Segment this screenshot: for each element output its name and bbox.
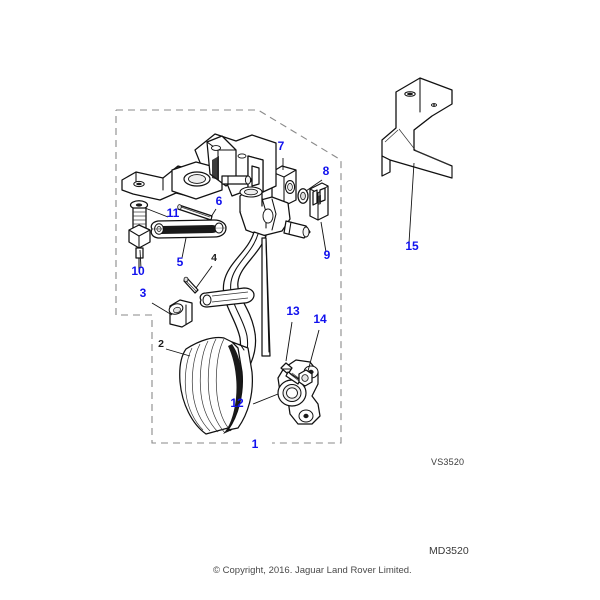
leader-9 — [320, 221, 327, 253]
part-6-clevis-pin — [177, 204, 213, 221]
lower-link-rod — [199, 287, 255, 308]
callout-13-screw: 13 — [286, 304, 300, 318]
part-9-retaining-clip — [309, 182, 329, 221]
leader-2 — [165, 348, 191, 357]
part-14-nut — [298, 369, 313, 387]
callout-9-clip: 9 — [324, 248, 331, 262]
callout-4-pin: 4 — [211, 252, 217, 264]
callout-8-washer: 8 — [323, 164, 330, 178]
drawing-code: VS3520 — [431, 457, 465, 467]
leader-3 — [151, 302, 173, 316]
callout-12-pivot-housing: 12 — [230, 396, 244, 410]
callout-7-spacer: 7 — [278, 139, 285, 153]
part-10-bolt-and-nut — [128, 207, 151, 273]
group-boundary-pedal-assembly — [115, 109, 342, 444]
part-3-bush — [168, 299, 193, 328]
callout-1-pedal-assembly: 1 — [252, 437, 259, 451]
pedal-lever-hub — [239, 186, 311, 239]
pedal-arm — [222, 231, 271, 373]
leader-13 — [285, 321, 293, 362]
callout-6-clevis-pin: 6 — [216, 194, 223, 208]
leader-11 — [144, 207, 169, 218]
part-11-washer — [129, 200, 149, 210]
leader-5 — [181, 237, 187, 259]
leader-12 — [252, 393, 279, 405]
leader-15 — [408, 162, 415, 244]
leader-10 — [139, 249, 142, 269]
main-pedal-bracket — [121, 133, 277, 201]
leader-8 — [305, 179, 323, 192]
part-8-washer — [297, 188, 309, 204]
part-2-pedal-pad — [179, 336, 254, 435]
callout-15-mounting-bracket: 15 — [405, 239, 419, 253]
leader-4 — [195, 265, 213, 289]
copyright-notice: © Copyright, 2016. Jaguar Land Rover Lim… — [213, 565, 412, 576]
callout-5-link-rod: 5 — [177, 255, 184, 269]
part-13-screw — [280, 362, 301, 385]
part-code: MD3520 — [429, 545, 469, 557]
part-15-mounting-bracket — [381, 77, 453, 179]
leader-14 — [307, 329, 320, 372]
part-4-pin — [183, 276, 199, 294]
callout-11-washer: 11 — [167, 206, 180, 220]
callout-2-pedal-pad: 2 — [158, 338, 164, 350]
callout-numbers: 1 2 3 4 5 6 7 8 9 10 11 12 13 14 15 — [131, 139, 419, 451]
part-7-spacer-block — [271, 165, 297, 207]
part-5-link-rod — [150, 219, 227, 239]
callout-14-nut: 14 — [313, 312, 327, 326]
callout-10-bolt-nut: 10 — [131, 264, 145, 278]
callout-3-bush: 3 — [140, 286, 147, 300]
leader-6 — [210, 208, 217, 218]
